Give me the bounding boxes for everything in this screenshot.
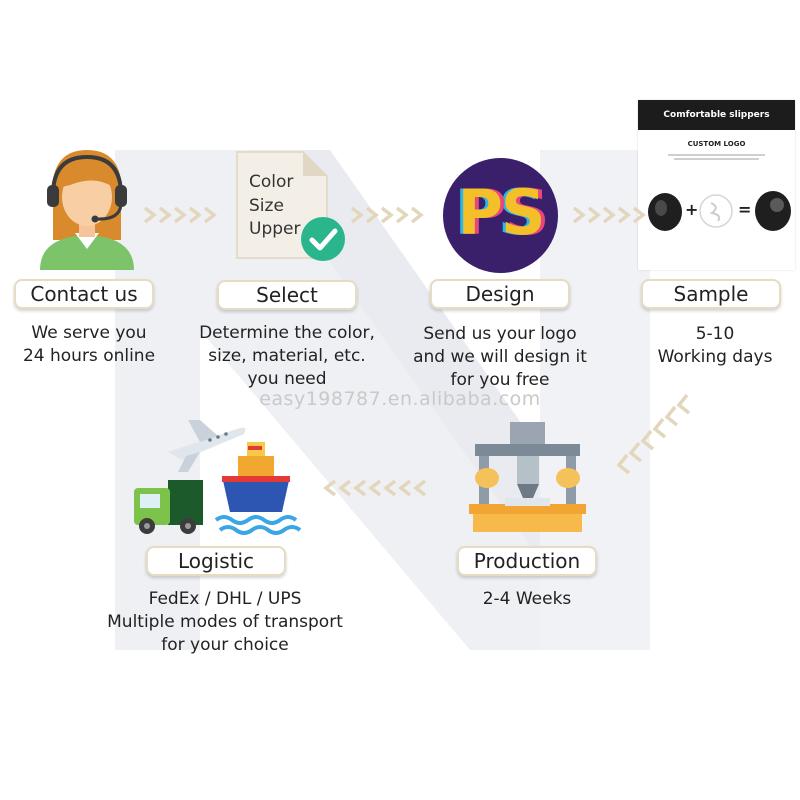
desc-line: 2-4 Weeks <box>482 589 572 609</box>
arrow-select-to-design <box>350 206 424 224</box>
chevron-left-icon <box>368 479 382 497</box>
sample-plus-sign: + <box>685 200 699 219</box>
step-label-select: Select <box>217 280 357 310</box>
checkmark-icon <box>301 217 345 261</box>
sample-card-header: Comfortable slippers <box>638 100 795 130</box>
chevron-right-icon <box>395 206 409 224</box>
desc-line: 24 hours online <box>22 346 156 366</box>
chevron-down-left-icon <box>676 393 691 415</box>
step-desc-sample: 5-10 Working days <box>630 323 800 369</box>
chevron-right-icon <box>632 206 646 224</box>
desc-line: you need <box>247 369 327 389</box>
truck-plane-ship-icon <box>134 420 302 535</box>
step-label-logistic: Logistic <box>146 546 286 576</box>
headset-agent-icon <box>40 150 134 270</box>
sample-card-subtitle: CUSTOM LOGO <box>687 140 746 148</box>
step-label-contact: Contact us <box>14 279 154 309</box>
chevron-left-icon <box>338 479 352 497</box>
desc-line: Working days <box>657 347 773 367</box>
step-desc-production: 2-4 Weeks <box>442 588 612 611</box>
chevron-right-icon <box>143 206 157 224</box>
chevron-right-icon <box>587 206 601 224</box>
chevron-right-icon <box>572 206 586 224</box>
arrow-contact-to-select <box>143 206 217 224</box>
document-check-icon: Color Size Upper <box>235 150 345 265</box>
doc-word-upper: Upper <box>249 219 301 239</box>
desc-line: size, material, etc. <box>208 346 366 366</box>
desc-line: Send us your logo <box>423 324 577 344</box>
desc-line: FedEx / DHL / UPS <box>148 589 302 609</box>
ship-icon <box>214 442 302 535</box>
chevron-right-icon <box>602 206 616 224</box>
chevron-down-left-icon <box>640 429 655 451</box>
desc-line: and we will design it <box>413 347 587 367</box>
watermark-text: easy198787.en.alibaba.com <box>259 388 541 410</box>
chevron-right-icon <box>173 206 187 224</box>
slipper-icon <box>648 193 682 231</box>
chevron-down-left-icon <box>628 441 643 463</box>
chevron-right-icon <box>380 206 394 224</box>
desc-line: Multiple modes of transport <box>107 612 343 632</box>
chevron-right-icon <box>365 206 379 224</box>
chevron-right-icon <box>410 206 424 224</box>
step-desc-design: Send us your logo and we will design it … <box>400 323 600 392</box>
chevron-right-icon <box>203 206 217 224</box>
slipper-result-icon <box>755 191 791 231</box>
chevron-down-left-icon <box>616 453 631 475</box>
doc-word-color: Color <box>249 172 294 192</box>
plane-icon <box>168 420 246 472</box>
logo-stamp-icon <box>699 194 733 228</box>
step-desc-contact: We serve you 24 hours online <box>4 322 174 368</box>
chevron-down-left-icon <box>664 405 679 427</box>
sample-card-icon: Comfortable slippers CUSTOM LOGO + = <box>638 100 795 270</box>
desc-line: Determine the color, <box>199 323 375 343</box>
desc-line: 5-10 <box>695 324 735 344</box>
chevron-left-icon <box>323 479 337 497</box>
chevron-left-icon <box>353 479 367 497</box>
desc-line: for you free <box>450 370 550 390</box>
chevron-right-icon <box>350 206 364 224</box>
step-label-sample: Sample <box>641 279 781 309</box>
desc-line: We serve you <box>31 323 147 343</box>
step-label-design: Design <box>430 279 570 309</box>
arrow-production-to-logistic <box>323 479 427 497</box>
chevron-right-icon <box>188 206 202 224</box>
sample-card-caption-lines <box>668 152 765 162</box>
ps-logo-text: PS <box>457 176 545 249</box>
step-desc-select: Determine the color, size, material, etc… <box>187 322 387 391</box>
factory-machine-icon <box>469 422 586 532</box>
chevron-left-icon <box>383 479 397 497</box>
doc-word-size: Size <box>249 196 284 216</box>
sample-equals-sign: = <box>738 200 752 219</box>
step-desc-logistic: FedEx / DHL / UPS Multiple modes of tran… <box>95 588 355 657</box>
chevron-left-icon <box>398 479 412 497</box>
truck-icon <box>134 480 203 534</box>
chevron-down-left-icon <box>652 417 667 439</box>
step-label-production: Production <box>457 546 597 576</box>
arrow-design-to-sample <box>572 206 646 224</box>
ps-logo-icon: PS <box>443 158 558 273</box>
chevron-left-icon <box>413 479 427 497</box>
arrow-sample-to-production <box>616 393 691 475</box>
chevron-right-icon <box>617 206 631 224</box>
desc-line: for your choice <box>161 635 289 655</box>
chevron-right-icon <box>158 206 172 224</box>
